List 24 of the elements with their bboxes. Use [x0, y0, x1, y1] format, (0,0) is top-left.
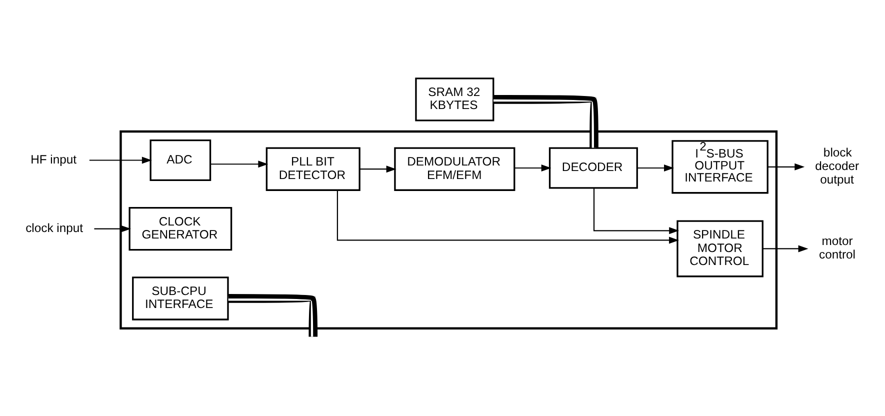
node-box: SPINDLE MOTOR CONTROL [676, 220, 764, 278]
node-box: ADC [150, 140, 212, 181]
node-box: PLL BIT DETECTOR [266, 147, 360, 191]
arrow [94, 225, 131, 232]
arrow [89, 156, 152, 164]
arrow [768, 163, 805, 170]
connector [228, 294, 318, 337]
node-text: motor control [819, 234, 856, 262]
arrow [593, 188, 680, 234]
node-box: SRAM 32 KBYTES [415, 78, 494, 122]
node-box: CLOCK GENERATOR [128, 206, 232, 251]
node-box: DEMODULATOR EFM/EFM [394, 147, 516, 191]
arrow [637, 164, 674, 172]
node-text: HF input [30, 152, 77, 166]
arrow [762, 245, 808, 252]
arrow [336, 190, 679, 244]
connector [493, 95, 598, 148]
arrow [360, 166, 396, 173]
node-box: DECODER [548, 147, 638, 189]
node-text: block decoder output [815, 146, 860, 186]
node-text: clock input [26, 220, 84, 235]
arrow [514, 164, 552, 172]
arrow [210, 160, 268, 168]
node-box: SUB-CPU INTERFACE [132, 276, 229, 320]
